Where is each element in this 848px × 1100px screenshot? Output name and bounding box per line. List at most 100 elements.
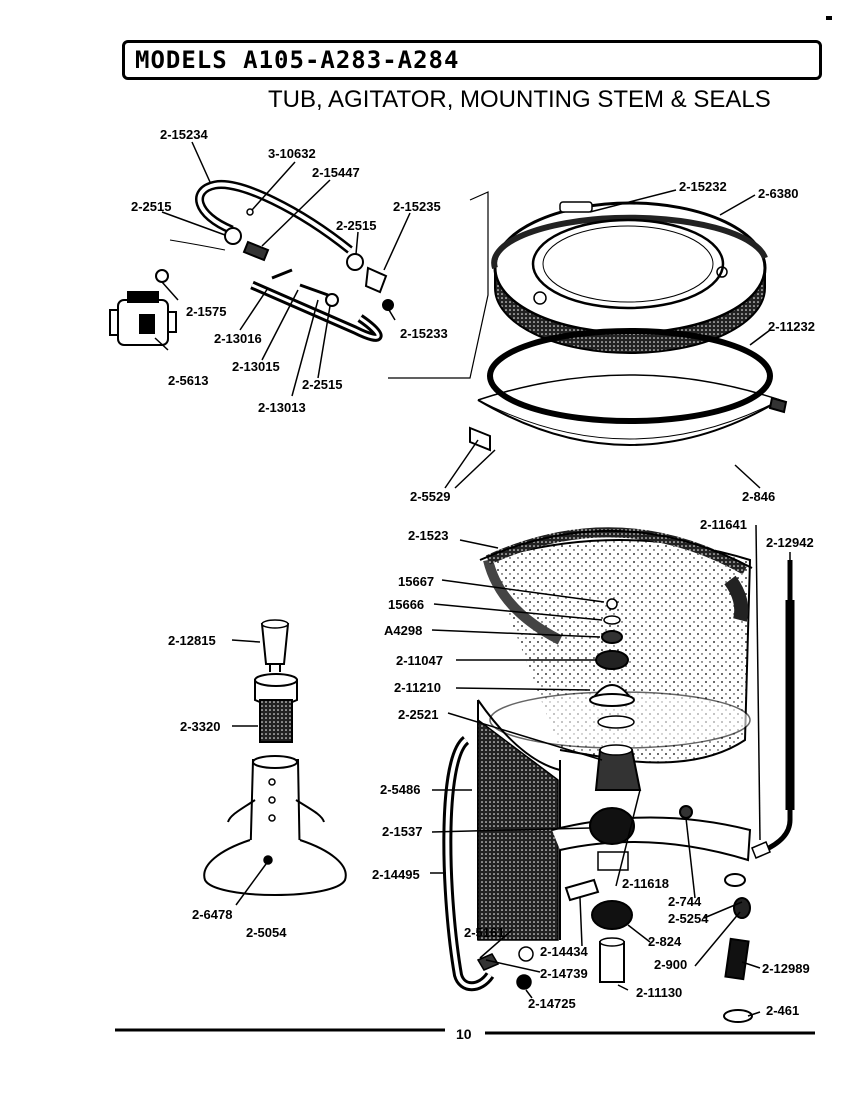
label-15667: 15667 xyxy=(398,574,435,589)
label-2-5486: 2-5486 xyxy=(380,782,421,797)
tube-2-11130 xyxy=(599,941,625,983)
connector-2-15447 xyxy=(242,240,270,262)
seal-2-1537 xyxy=(589,807,635,845)
part-2-900 xyxy=(733,897,751,919)
section-subtitle: TUB, AGITATOR, MOUNTING STEM & SEALS xyxy=(268,86,771,113)
label-2-15235: 2-15235 xyxy=(393,199,441,214)
label-2-11641: 2-11641 xyxy=(700,517,747,532)
label-2-11130: 2-11130 xyxy=(636,985,683,1000)
leaders-top-right xyxy=(444,189,771,489)
label-2-1537: 2-1537 xyxy=(382,824,423,839)
bracket-2-14434 xyxy=(564,878,600,902)
part-2-2521 xyxy=(594,749,642,791)
label-a4298: A4298 xyxy=(384,623,423,638)
footer-rule xyxy=(115,1028,815,1035)
part-2-5161 xyxy=(476,953,500,971)
label-15666: 15666 xyxy=(388,597,425,612)
part-2-11047 xyxy=(595,650,629,670)
label-2-2515-c: 2-2515 xyxy=(302,377,343,392)
cover-tab-2-15232 xyxy=(559,201,593,213)
washer-2-15233 xyxy=(382,299,394,311)
part-15667 xyxy=(606,598,618,610)
label-2-15234: 2-15234 xyxy=(160,127,208,142)
label-2-15232: 2-15232 xyxy=(679,179,727,194)
label-2-14495: 2-14495 xyxy=(372,867,420,882)
label-2-846: 2-846 xyxy=(742,489,776,504)
screw-3-10632 xyxy=(246,208,254,216)
label-2-5613: 2-5613 xyxy=(168,373,209,388)
agitator-assembly xyxy=(203,619,347,896)
hose-2-15234 xyxy=(195,179,353,254)
label-2-13013: 2-13013 xyxy=(258,400,306,415)
label-2-13015: 2-13015 xyxy=(232,359,280,374)
label-2-3320: 2-3320 xyxy=(180,719,221,734)
part-15666 xyxy=(603,615,621,625)
label-2-12989: 2-12989 xyxy=(762,961,810,976)
elbow-2-15235 xyxy=(364,266,388,294)
label-2-5254: 2-5254 xyxy=(668,911,709,926)
drain-hose-assembly xyxy=(109,179,394,346)
label-3-10632: 3-10632 xyxy=(268,146,316,161)
part-2-744 xyxy=(724,873,746,887)
screw-2-6478 xyxy=(263,855,273,865)
label-2-5161: 2-5161 xyxy=(464,925,505,940)
label-2-5529: 2-5529 xyxy=(410,489,451,504)
leaders-top-left xyxy=(154,141,411,397)
clamp-2-2515-b xyxy=(346,253,364,271)
label-2-824: 2-824 xyxy=(648,934,682,949)
label-2-6380: 2-6380 xyxy=(758,186,799,201)
models-header-box: MODELS A105-A283-A284 xyxy=(122,40,822,80)
gasket-2-11232 xyxy=(487,328,773,424)
tub-ring-assembly xyxy=(388,191,788,452)
label-2-11210: 2-11210 xyxy=(394,680,441,695)
corner-mark xyxy=(826,16,832,20)
label-2-1523: 2-1523 xyxy=(408,528,449,543)
label-2-2515-b: 2-2515 xyxy=(336,218,377,233)
tubes-2-13016 xyxy=(271,268,329,297)
clamp-2-461 xyxy=(723,1009,753,1023)
label-2-14739: 2-14739 xyxy=(540,966,588,981)
leaders-agitator xyxy=(231,639,267,906)
label-2-461: 2-461 xyxy=(766,1003,800,1018)
models-title: MODELS A105-A283-A284 xyxy=(135,46,460,74)
tub-ring-2-846 xyxy=(477,399,781,446)
label-2-2521: 2-2521 xyxy=(398,707,439,722)
label-2-15233: 2-15233 xyxy=(400,326,448,341)
rod-2-12942 xyxy=(751,560,795,859)
pump-2-5613 xyxy=(109,291,177,346)
part-2-824 xyxy=(591,900,633,930)
part-2-14739 xyxy=(518,946,534,962)
label-2-6478: 2-6478 xyxy=(192,907,233,922)
bracket-outline xyxy=(388,191,489,379)
clamp-2-2515-c xyxy=(325,293,339,307)
label-2-2515-a: 2-2515 xyxy=(131,199,172,214)
label-2-12815: 2-12815 xyxy=(168,633,216,648)
screw-2-5254 xyxy=(679,805,693,819)
label-2-900: 2-900 xyxy=(654,957,688,972)
hose-2-12989 xyxy=(724,937,750,981)
fine-line xyxy=(169,239,226,251)
tub-bottom xyxy=(551,816,752,862)
clip-2-5529-a xyxy=(469,426,491,452)
page-number: 10 xyxy=(456,1026,472,1042)
label-2-744: 2-744 xyxy=(668,894,702,909)
clamp-2-2515-a xyxy=(224,227,242,245)
clip-2-5529-b xyxy=(768,396,788,414)
leaders-center xyxy=(430,524,791,1017)
cap-2-12815 xyxy=(260,623,290,665)
label-2-11047: 2-11047 xyxy=(396,653,443,668)
label-2-12942: 2-12942 xyxy=(766,535,814,550)
label-2-11232: 2-11232 xyxy=(768,319,815,334)
part-2-14725 xyxy=(516,974,532,990)
label-2-14434: 2-14434 xyxy=(540,944,588,959)
label-2-5054: 2-5054 xyxy=(246,925,287,940)
label-2-14725: 2-14725 xyxy=(528,996,576,1011)
label-2-15447: 2-15447 xyxy=(312,165,360,180)
label-2-1575: 2-1575 xyxy=(186,304,227,319)
clamp-2-1575 xyxy=(155,269,169,283)
label-2-11618: 2-11618 xyxy=(622,876,669,891)
cover-opening xyxy=(531,218,725,310)
part-a4298 xyxy=(601,630,623,644)
label-2-13016: 2-13016 xyxy=(214,331,262,346)
